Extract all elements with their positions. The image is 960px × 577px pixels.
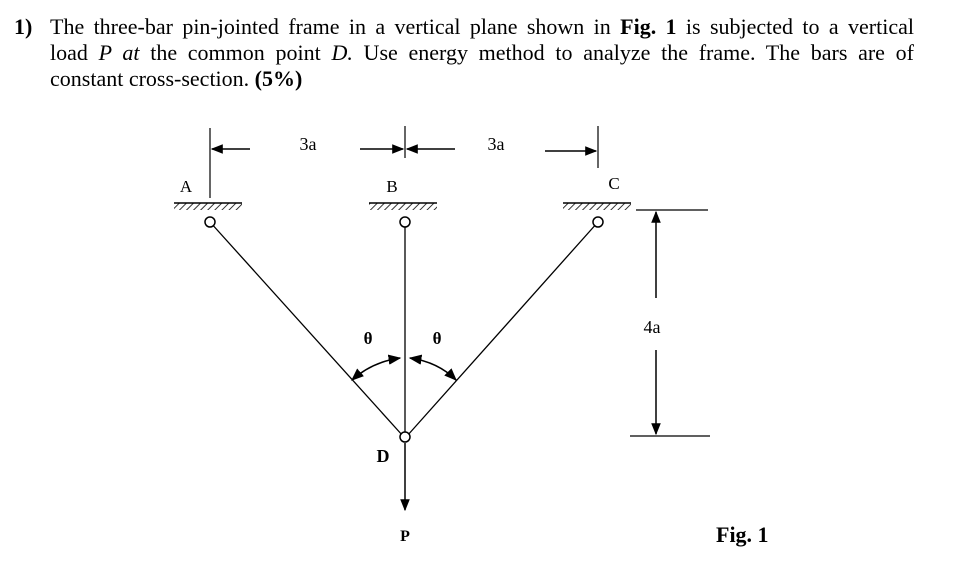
label-b: B	[386, 177, 397, 196]
pin-a-icon	[204, 216, 216, 228]
point-symbol-d: D.	[331, 40, 353, 65]
question-line-1a: The three-bar pin-jointed frame in a ver…	[50, 14, 621, 39]
angle-label-left: θ	[364, 329, 373, 348]
question-line-2a: load	[50, 40, 99, 65]
bar-ad	[209, 221, 404, 437]
support-c: C	[563, 174, 631, 210]
support-a: A	[174, 177, 242, 210]
angle-arc-right-icon	[408, 354, 457, 381]
label-d: D	[377, 446, 390, 466]
bar-cd	[406, 221, 599, 437]
vertical-dimension: 4a	[630, 209, 710, 437]
pin-b-icon	[399, 216, 411, 228]
question-line-3a: constant cross-section.	[50, 66, 255, 91]
horizontal-dimension: 3a 3a	[209, 126, 599, 198]
dim-label-height: 4a	[644, 317, 661, 337]
question-line-1: The three-bar pin-jointed frame in a ver…	[50, 14, 914, 40]
question-line-1b: is subjected to a vertical	[676, 14, 914, 39]
label-a: A	[180, 177, 193, 196]
label-c: C	[608, 174, 619, 193]
question-body: The three-bar pin-jointed frame in a ver…	[50, 14, 914, 92]
angle-label-right: θ	[433, 329, 442, 348]
label-p: P	[400, 528, 410, 545]
dim-label-right: 3a	[488, 134, 505, 154]
support-b: B	[369, 177, 437, 210]
question-text: 1) The three-bar pin-jointed frame in a …	[14, 14, 914, 92]
question-line-2c: Use energy method to analyze the frame. …	[352, 40, 914, 65]
question-line-2: load P at the common point D. Use energy…	[50, 40, 914, 66]
question-number: 1)	[14, 14, 33, 39]
pin-c-icon	[592, 216, 604, 228]
question-line-2b: the common point	[139, 40, 332, 65]
question-line-3: constant cross-section. (5%)	[50, 66, 914, 92]
pin-d-icon	[399, 431, 411, 443]
dim-label-left: 3a	[300, 134, 317, 154]
figure-caption: Fig. 1	[716, 522, 769, 547]
angle-arc-left-icon	[351, 354, 402, 381]
question-marks: (5%)	[254, 66, 303, 91]
fig-reference: Fig. 1	[620, 14, 677, 39]
load-symbol-p: P at	[98, 40, 140, 65]
